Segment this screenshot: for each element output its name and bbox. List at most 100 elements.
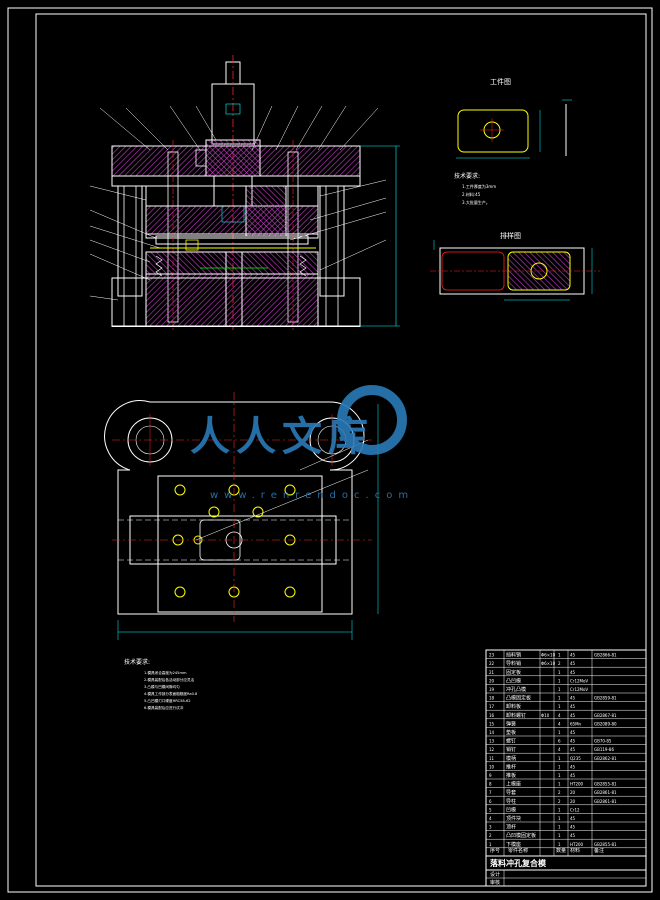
bom-cell-mat: 45 (570, 816, 576, 821)
watermark-brand: 人人文库 (190, 414, 374, 460)
bom-cell-qty: 2 (558, 661, 561, 666)
bom-cell-note: GB2855-81 (594, 842, 617, 847)
bom-cell-no: 21 (489, 670, 495, 675)
bom-cell-qty: 1 (558, 670, 561, 675)
bom-cell-no: 9 (489, 773, 492, 778)
bom-cell-qty: 1 (558, 825, 561, 830)
tech-bottom-line-3: 3.凸模与凹模间隙均匀 (144, 684, 180, 689)
bom-cell-qty: 4 (558, 747, 561, 752)
workpiece-title: 工件图 (490, 77, 511, 86)
workpiece-drawing: 工件图 (456, 77, 572, 159)
watermark-logo-icon (337, 385, 407, 455)
bom-cell-mat: 45 (570, 730, 576, 735)
bom-cell-qty: 2 (558, 799, 561, 804)
watermark: 人人文库 www.renrendoc.com (190, 385, 414, 501)
tech-bottom-line-2: 2.模具装配后各活动部分应灵活 (144, 677, 195, 682)
bom-cell-name: 弹簧 (506, 720, 516, 727)
bom-cell-name: 卸料板 (506, 703, 521, 710)
bom-cell-mat: 45 (570, 833, 576, 838)
bom-header-no: 序号 (490, 847, 500, 854)
strip-layout: 排样图 (430, 231, 600, 301)
tech-bottom-title: 技术要求: (124, 658, 150, 666)
bom-cell-no: 3 (489, 825, 492, 830)
bom-cell-qty: 1 (558, 816, 561, 821)
watermark-url: www.renrendoc.com (210, 490, 414, 501)
bom-cell-qty: 1 (558, 842, 561, 847)
bom-cell-no: 2 (489, 833, 492, 838)
bom-cell-no: 1 (489, 842, 492, 847)
bom-cell-note: GB119-86 (594, 747, 614, 752)
tech-bottom-line-1: 1.模具闭合高度为245mm (144, 670, 187, 675)
bom-cell-qty: 1 (558, 833, 561, 838)
bom-cell-mat: 45 (570, 825, 576, 830)
bom-cell-mat: 45 (570, 739, 576, 744)
strip-title: 排样图 (500, 231, 521, 240)
bom-cell-mat: 45 (570, 653, 576, 658)
bom-cell-mat: HT200 (570, 842, 584, 847)
bom-cell-no: 23 (489, 653, 495, 658)
bom-footer-review: 审核 (490, 879, 500, 886)
bom-cell-name: 导料销 (506, 660, 521, 667)
bom-header-name: 零件名称 (508, 847, 528, 854)
bom-cell-no: 7 (489, 790, 492, 795)
bom-cell-mat: 45 (570, 747, 576, 752)
bom-cell-name: 垫板 (506, 729, 516, 736)
bom-cell-mat: 20 (570, 790, 576, 795)
tech-bottom-line-4: 4.模具工作部分表面粗糙度Ra0.8 (144, 691, 198, 696)
bom-cell-qty: 1 (558, 773, 561, 778)
bom-cell-no: 17 (489, 704, 495, 709)
bom-cell-no: 11 (489, 756, 495, 761)
bom-cell-mat: 45 (570, 661, 576, 666)
bom-cell-mat: 45 (570, 670, 576, 675)
bom-header-note: 备注 (594, 847, 604, 854)
bom-row: 13 螺钉 6 45 GB70-85 (486, 738, 646, 745)
bom-row: 21 固定板 1 45 (486, 669, 646, 677)
bom-cell-note: GB70-85 (594, 739, 612, 744)
bom-cell-mat: 45 (570, 773, 576, 778)
bom-cell-no: 5 (489, 807, 492, 812)
assembly-section-view (89, 55, 400, 330)
bom-cell-qty: 1 (558, 764, 561, 769)
bom-row: 12 销钉 4 45 GB119-86 (486, 746, 646, 754)
bom-cell-no: 10 (489, 764, 495, 769)
bom-cell-qty: 1 (558, 756, 561, 761)
bom-cell-qty: 1 (558, 704, 561, 709)
bom-cell-no: 12 (489, 747, 495, 752)
bom-cell-name: 固定板 (506, 669, 521, 676)
bom-cell-qty: 6 (558, 739, 561, 744)
bom-cell-name: 凸模固定板 (506, 695, 531, 702)
bom-cell-note: GB2861-81 (594, 790, 617, 795)
bom-cell-no: 16 (489, 713, 495, 718)
bom-cell-no: 13 (489, 739, 495, 744)
bom-cell-qty: 4 (558, 713, 561, 718)
bom-cell-name: 导柱 (506, 798, 516, 805)
tech-top-line-3: 3.大批量生产。 (462, 199, 490, 205)
bom-cell-mat: 45 (570, 713, 576, 718)
bom-header-mat: 材料 (570, 847, 580, 854)
bom-cell-mat: 45 (570, 704, 576, 709)
bom-cell-note: GB2089-80 (594, 721, 617, 726)
bom-cell-mat: 20 (570, 799, 576, 804)
bom-cell-mat: Cr12MoV (570, 687, 588, 692)
bom-cell-no: 19 (489, 687, 495, 692)
bom-cell-note: GB2861-81 (594, 799, 617, 804)
bom-cell-spec: Φ6×10 (541, 661, 556, 666)
bom-cell-name: 螺钉 (506, 738, 516, 745)
bom-cell-name: 导套 (506, 789, 516, 796)
bom-cell-name: 卸料螺钉 (506, 712, 526, 719)
bom-cell-mat: Cr12 (570, 807, 580, 812)
bom-cell-no: 15 (489, 721, 495, 726)
bom-cell-mat: HT200 (570, 782, 584, 787)
bom-cell-name: 凸凹模固定板 (506, 832, 536, 839)
bom-cell-name: 销钉 (506, 746, 516, 753)
